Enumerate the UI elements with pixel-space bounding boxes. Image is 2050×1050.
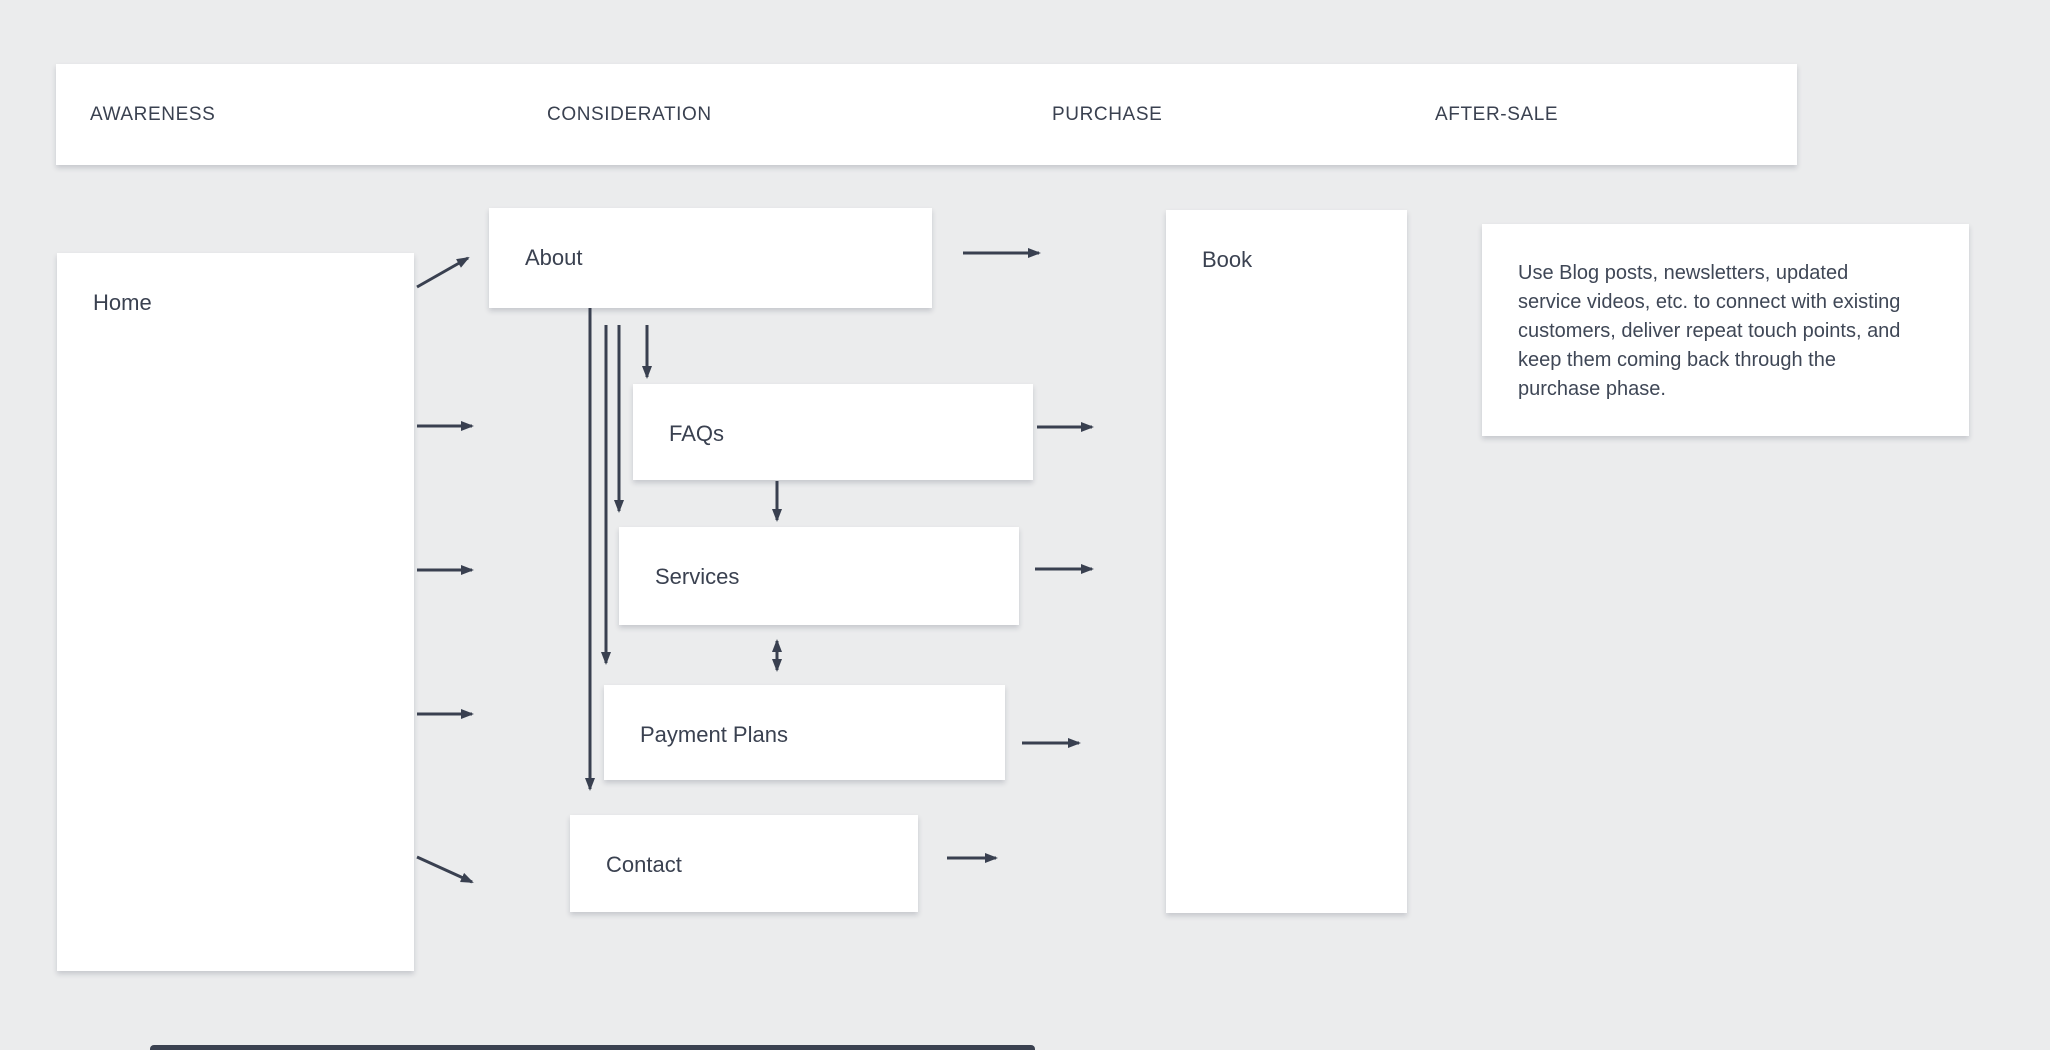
node-payment-plans-label: Payment Plans: [640, 722, 788, 747]
node-home-label: Home: [93, 290, 152, 315]
arrow-home-to-about[interactable]: [416, 256, 470, 289]
node-faqs-label: FAQs: [669, 421, 725, 446]
note-text-line: service videos, etc. to connect with exi…: [1518, 291, 1901, 313]
node-home[interactable]: Home: [57, 253, 414, 971]
note-text-line: keep them coming back through the: [1518, 349, 1836, 371]
node-services-label: Services: [655, 564, 740, 589]
note-text-line: purchase phase.: [1518, 378, 1666, 400]
stage-label-consideration: CONSIDERATION: [547, 103, 712, 125]
stage-label-purchase: PURCHASE: [1052, 103, 1163, 125]
node-faqs[interactable]: FAQs: [633, 384, 1033, 480]
node-about-label: About: [525, 245, 583, 270]
node-payment-plans[interactable]: Payment Plans: [604, 685, 1005, 780]
stage-header-bar[interactable]: AWARENESS CONSIDERATION PURCHASE AFTER-S…: [56, 64, 1797, 165]
node-contact-label: Contact: [606, 852, 682, 877]
node-about[interactable]: About: [489, 208, 932, 308]
node-book[interactable]: Book: [1166, 210, 1407, 913]
note-text-line: customers, deliver repeat touch points, …: [1518, 320, 1901, 342]
node-services[interactable]: Services: [619, 527, 1019, 625]
after-sale-note-card[interactable]: Use Blog posts, newsletters, updated ser…: [1482, 224, 1969, 436]
arrow-home-to-contact[interactable]: [416, 855, 474, 884]
note-text-line: Use Blog posts, newsletters, updated: [1518, 262, 1849, 284]
node-contact[interactable]: Contact: [570, 815, 918, 912]
node-book-label: Book: [1202, 247, 1253, 272]
horizontal-scrollbar[interactable]: [150, 1045, 1035, 1050]
stage-label-awareness: AWARENESS: [90, 103, 216, 125]
stage-label-after-sale: AFTER-SALE: [1435, 103, 1559, 125]
